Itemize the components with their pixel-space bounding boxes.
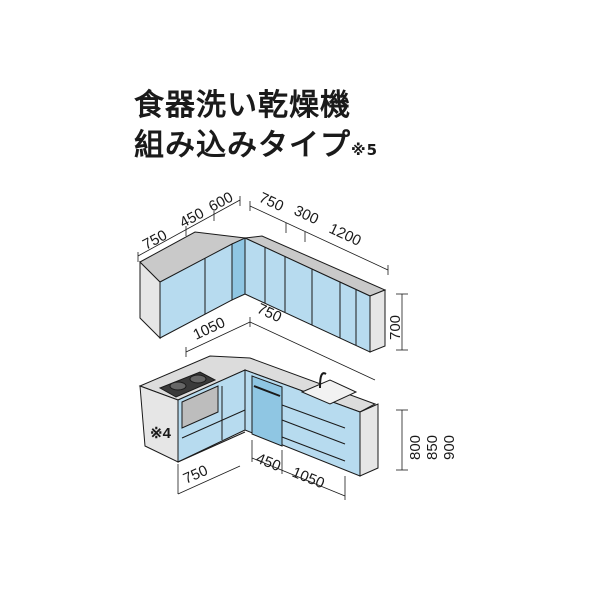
upper-right-dim-line	[249, 205, 389, 271]
lower-height-dim-2: 850	[424, 435, 441, 460]
upper-right-front	[244, 237, 371, 353]
oven-front	[181, 385, 219, 429]
upper-left-dim-2: 450	[177, 205, 207, 232]
burner-2	[189, 374, 207, 384]
lower-right-dim-2: 1050	[290, 464, 327, 492]
lower-right-dim-line	[251, 457, 346, 497]
upper-right-end-panel	[369, 289, 386, 353]
lower-height-dim-1: 800	[407, 435, 424, 460]
title-line-2: 組み込みタイプ※5	[134, 126, 454, 166]
upper-cabinets	[139, 231, 387, 353]
lower-note-mark: ※4	[150, 425, 172, 442]
lower-right-dim-1: 450	[254, 450, 284, 475]
lower-height-dim-3: 900	[441, 435, 458, 460]
title-line-2-text: 組み込みタイプ	[134, 128, 351, 163]
upper-left-dim-line	[137, 199, 241, 257]
dishwasher-handle	[253, 385, 281, 397]
diagram-title: 食器洗い乾燥機 組み込みタイプ※5	[134, 86, 454, 166]
plinth-line	[177, 431, 246, 463]
burner-1	[169, 381, 187, 391]
lower-right-end-panel	[359, 403, 379, 477]
lower-right-drawer-line-3	[281, 436, 346, 462]
lower-cabinets	[138, 355, 379, 477]
lower-left-end-panel	[139, 385, 179, 463]
lower-dimension-lines	[177, 409, 408, 500]
faucet	[319, 372, 327, 389]
lower-right-drawer-line-1	[281, 404, 346, 429]
lower-left-dim-line	[177, 465, 241, 495]
upper-height-dim: 700	[387, 315, 404, 340]
title-note-mark: ※5	[351, 141, 379, 159]
upper-dimension-lines	[137, 196, 408, 381]
lower-left-drawer-line-1	[181, 409, 246, 439]
upper-right-dim-3: 1200	[326, 220, 363, 250]
lower-right-drawer-line-2	[281, 419, 346, 445]
title-line-1: 食器洗い乾燥機	[134, 88, 351, 123]
upper-left-dim-3: 600	[206, 189, 236, 216]
lower-left-dim: 750	[181, 462, 211, 488]
upper-corner-column	[231, 237, 246, 301]
upper-right-dim-2: 300	[291, 202, 321, 228]
soffit-right-dim-line	[249, 321, 376, 381]
soffit-left-dim-line	[185, 321, 251, 353]
